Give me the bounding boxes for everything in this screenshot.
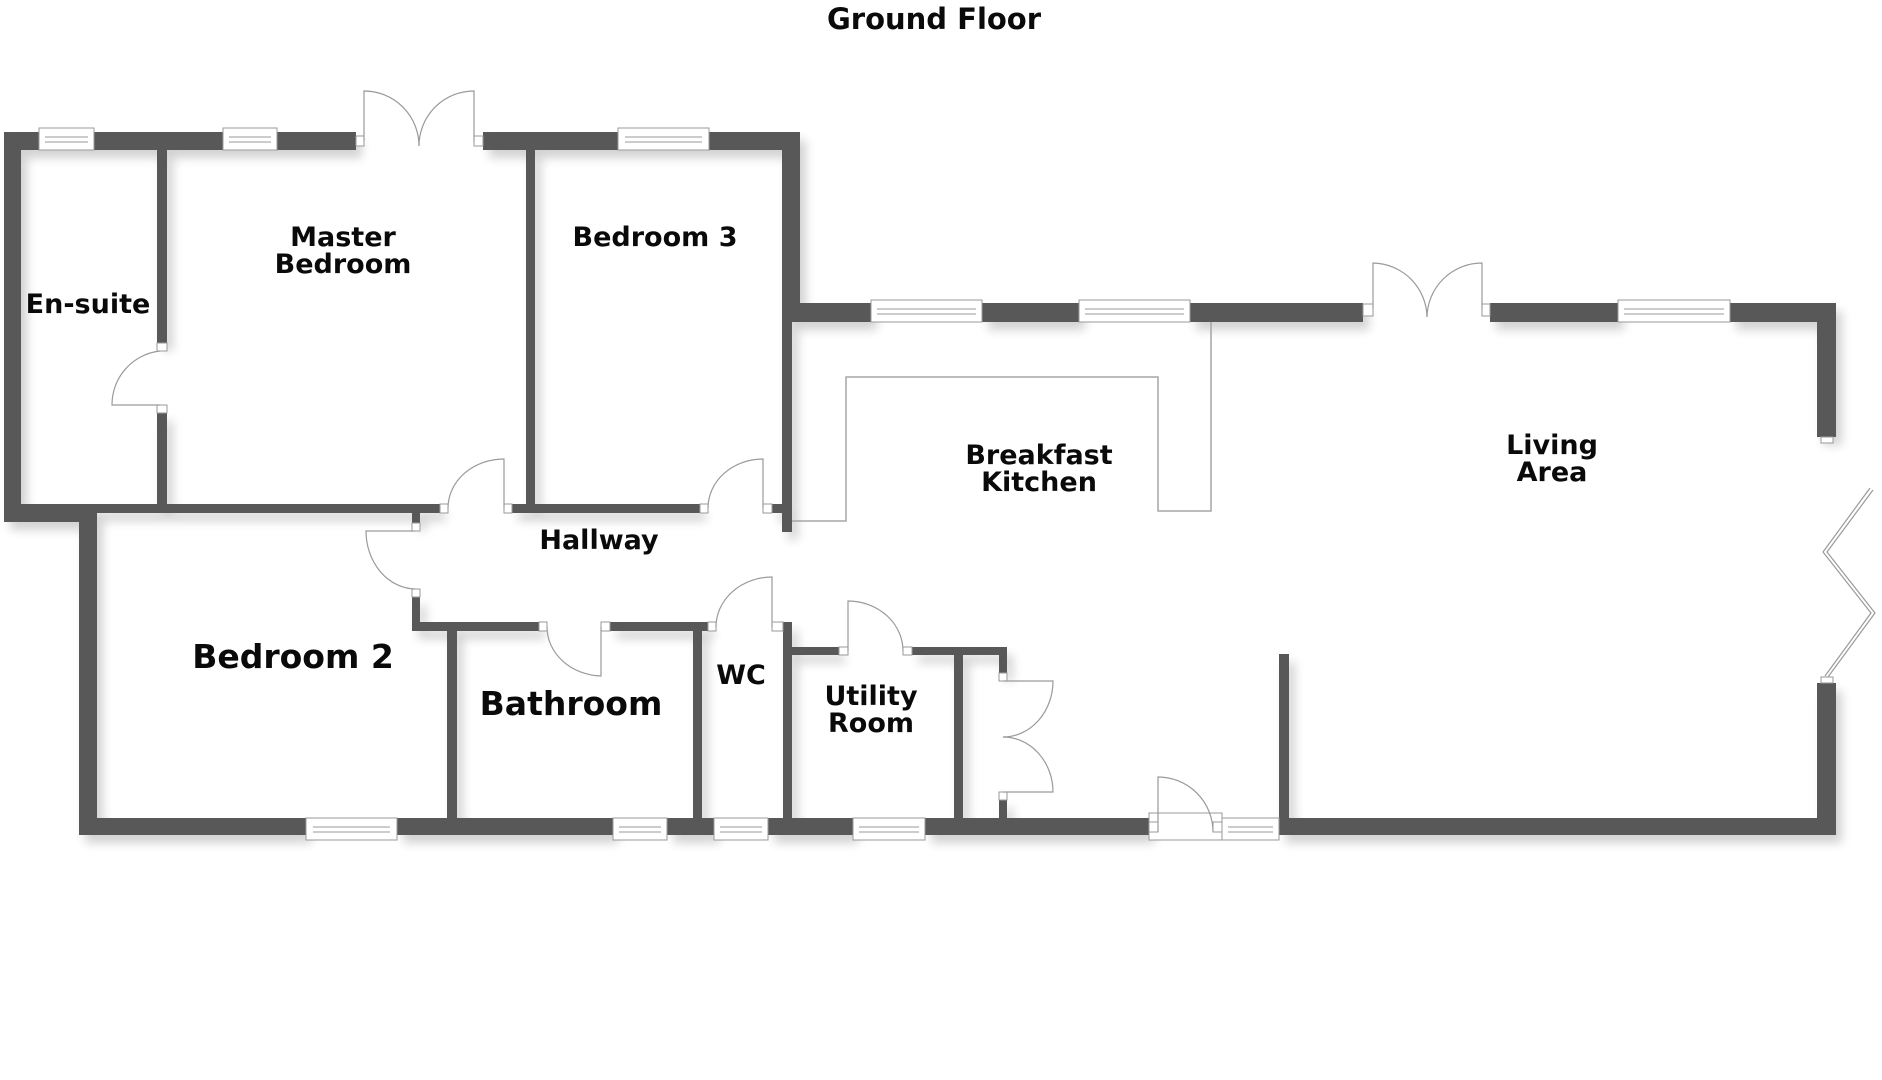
room-label-ensuite: En-suite [26,291,151,318]
room-label-master-bedroom: Master Bedroom [275,224,412,278]
room-label-line: Master [290,222,396,253]
window-icon [852,817,926,841]
window-icon [612,817,668,841]
room-label-line: Utility [824,681,918,712]
room-label-line: En-suite [25,289,151,320]
window-icon [222,127,278,151]
window-icon [1078,299,1191,323]
room-label-line: Bedroom 3 [572,222,738,253]
french-door-icon[interactable] [1362,262,1491,318]
room-label-bedroom-2: Bedroom 2 [192,640,394,673]
room-label-wc: WC [716,662,766,689]
room-label-line: Bathroom [479,684,663,723]
room-label-line: Breakfast [965,440,1113,471]
walls [4,132,1836,835]
room-label-line: Bedroom 2 [192,637,394,676]
kitchen-counter [792,322,1212,522]
room-label-bedroom-3: Bedroom 3 [573,224,738,251]
room-label-line: Hallway [539,525,659,556]
room-label-line: Area [1516,457,1588,488]
french-door-icon[interactable] [998,672,1054,801]
window-icon [617,127,710,151]
room-label-line: WC [716,660,766,691]
door-swing-icon[interactable] [838,600,913,656]
floor-title: Ground Floor [826,2,1042,36]
window-icon [305,817,398,841]
door-swing-icon[interactable] [699,458,773,514]
door-swing-icon[interactable] [111,342,168,414]
room-label-hallway: Hallway [539,527,658,554]
french-door-icon[interactable] [355,90,484,147]
room-label-line: Room [827,708,915,739]
room-label-line: Living [1506,430,1598,461]
window-icon [713,817,769,841]
window-icon [38,127,95,151]
room-label-line: Kitchen [981,467,1097,498]
bifold-door-icon[interactable] [1820,436,1876,684]
window-icon [870,299,983,323]
room-label-bathroom: Bathroom [480,687,663,720]
room-label-utility-room: Utility Room [824,683,917,737]
door-swing-icon[interactable] [439,458,513,514]
door-swing-icon[interactable] [707,576,784,632]
room-label-line: Bedroom [274,249,412,280]
windows [38,127,1731,841]
window-icon [1221,817,1280,841]
door-swing-icon[interactable] [365,522,421,598]
doors [111,90,1876,841]
room-label-breakfast-kitchen: Breakfast Kitchen [965,442,1112,496]
door-swing-icon[interactable] [538,621,611,677]
door-swing-icon[interactable] [1148,776,1223,841]
room-label-living-area: Living Area [1506,432,1598,486]
window-icon [1617,299,1731,323]
